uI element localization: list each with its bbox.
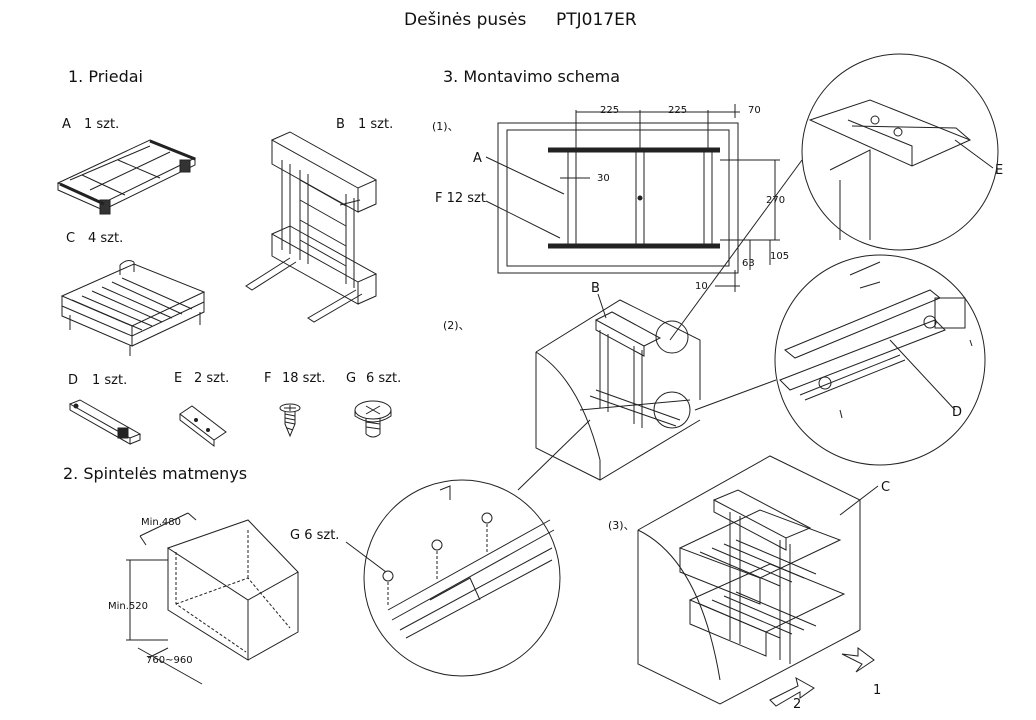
dim-105: 105 bbox=[770, 251, 790, 262]
cabinet-height-label: Min.520 bbox=[108, 601, 149, 612]
part-b-frame bbox=[245, 131, 378, 323]
callout-g: G 6 szt. bbox=[290, 528, 340, 543]
part-d-qty: 1 szt. bbox=[92, 373, 128, 388]
part-g-fastener bbox=[354, 400, 392, 438]
cabinet-step-2 bbox=[535, 293, 701, 481]
callout-e: E bbox=[995, 163, 1004, 178]
part-f-letter: F bbox=[264, 371, 272, 386]
section-assembly: 3. Montavimo schema bbox=[443, 67, 621, 86]
plan-label-a: A bbox=[473, 151, 482, 166]
part-e-letter: E bbox=[174, 371, 183, 386]
dim-270: 270 bbox=[766, 195, 786, 206]
part-a-rail-frame bbox=[56, 139, 197, 215]
cabinet-step-3 bbox=[637, 455, 879, 707]
part-c-basket bbox=[60, 260, 206, 356]
detail-g-circle bbox=[345, 419, 591, 677]
arrow-1-label: 1 bbox=[873, 683, 882, 698]
part-g-letter: G bbox=[346, 371, 357, 386]
dim-10: 10 bbox=[695, 281, 708, 292]
dim-63: 63 bbox=[742, 258, 755, 269]
part-g-qty: 6 szt. bbox=[366, 371, 402, 386]
callout-b: B bbox=[591, 281, 600, 296]
dim-70: 70 bbox=[748, 105, 761, 116]
page-title: Dešinės pusės bbox=[404, 10, 527, 30]
section-cabinet-dims: 2. Spintelės matmenys bbox=[63, 464, 248, 483]
part-d-letter: D bbox=[68, 373, 79, 388]
part-a-qty: 1 szt. bbox=[84, 117, 120, 132]
cabinet-dims-drawing bbox=[126, 512, 299, 685]
section-accessories: 1. Priedai bbox=[68, 67, 143, 86]
dim-225-b: 225 bbox=[668, 105, 688, 116]
detail-d-circle bbox=[694, 254, 986, 466]
callout-d: D bbox=[952, 405, 963, 420]
part-d-bar bbox=[68, 399, 142, 445]
plan-label-f: F 12 szt bbox=[435, 191, 486, 206]
detail-e-circle bbox=[669, 53, 999, 341]
dim-225-a: 225 bbox=[600, 105, 620, 116]
arrow-2-label: 2 bbox=[793, 697, 802, 712]
model-code: PTJ017ER bbox=[556, 10, 637, 30]
step-2-label: (2)、 bbox=[443, 319, 470, 332]
part-a-letter: A bbox=[62, 117, 71, 132]
part-e-qty: 2 szt. bbox=[194, 371, 230, 386]
callout-c: C bbox=[881, 480, 891, 495]
part-b-letter: B bbox=[336, 117, 345, 132]
cabinet-depth-label: 760~960 bbox=[146, 655, 193, 666]
step-1-label: (1)、 bbox=[432, 120, 459, 133]
dim-30: 30 bbox=[597, 173, 610, 184]
plan-view bbox=[485, 104, 780, 292]
part-c-qty: 4 szt. bbox=[88, 231, 124, 246]
cabinet-width-label: Min.480 bbox=[141, 517, 182, 528]
part-b-qty: 1 szt. bbox=[358, 117, 394, 132]
part-f-screw bbox=[279, 403, 301, 438]
part-e-bracket bbox=[179, 405, 227, 448]
part-f-qty: 18 szt. bbox=[282, 371, 326, 386]
step-3-label: (3)、 bbox=[608, 519, 635, 532]
part-c-letter: C bbox=[66, 231, 76, 246]
